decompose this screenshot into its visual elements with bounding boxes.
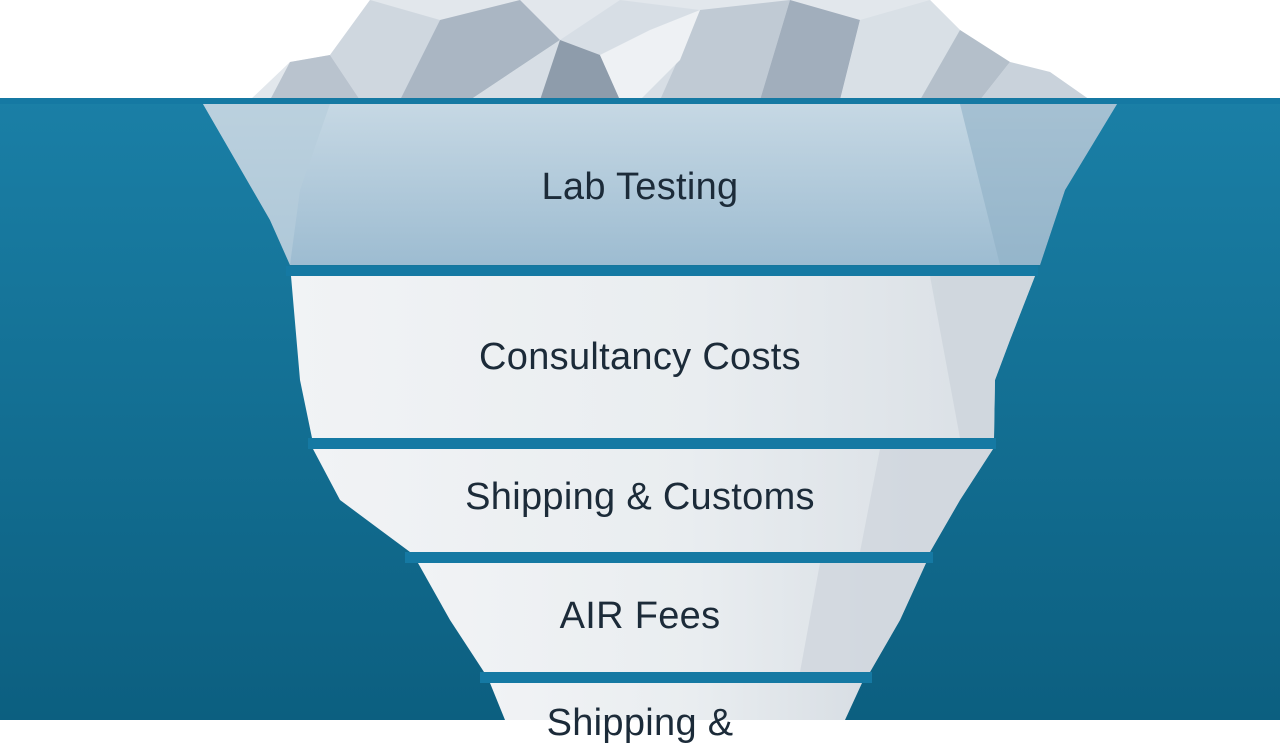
layer-band-shipping-customs [313, 449, 993, 552]
layer-label-shipping-customs: Shipping & Customs [465, 476, 815, 518]
layer-label-air-fees: AIR Fees [559, 595, 721, 637]
layer-divider [308, 438, 996, 449]
layer-label-shipping-partial: Shipping & [546, 702, 734, 744]
layer-band-air-fees [418, 563, 926, 672]
iceberg-tip [250, 0, 1090, 100]
layer-divider [480, 672, 872, 683]
waterline [0, 98, 1280, 104]
layer-divider [405, 552, 933, 563]
layer-label-lab-testing: Lab Testing [541, 166, 739, 208]
layer-band-shipping-partial [490, 683, 862, 720]
layer-divider [286, 266, 1038, 276]
layer-label-consultancy-costs: Consultancy Costs [479, 336, 801, 378]
iceberg-underwater [203, 104, 1117, 720]
iceberg-diagram [0, 0, 1280, 720]
layer-band-lab-testing [203, 104, 1117, 265]
layer-band-consultancy-costs [291, 276, 1035, 438]
